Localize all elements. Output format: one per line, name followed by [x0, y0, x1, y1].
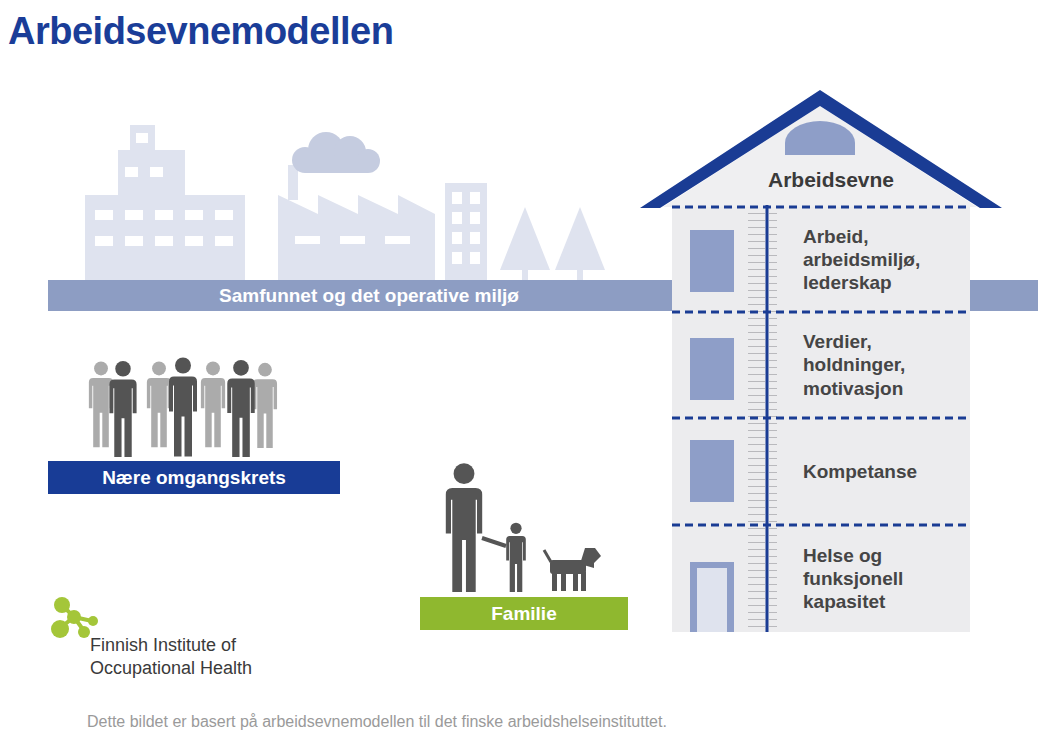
institute-logo	[51, 597, 98, 638]
window	[470, 192, 480, 204]
scale-ticks	[769, 212, 777, 630]
window	[125, 236, 143, 246]
roof-interior	[663, 106, 977, 207]
window	[125, 210, 143, 220]
node-label: Samfunnet og det operative miljø	[219, 285, 519, 307]
tree	[500, 207, 550, 270]
node-label: Verdier, holdninger, motivasjon	[803, 330, 964, 400]
node-label: Familie	[491, 603, 556, 625]
family-figures	[446, 463, 601, 592]
building	[118, 150, 185, 200]
window	[470, 212, 480, 224]
house-body	[672, 205, 970, 632]
window	[215, 236, 233, 246]
dog-leg	[561, 572, 566, 591]
roof-window	[785, 121, 855, 155]
smoke-cloud	[292, 132, 380, 173]
house-label: Arbeidsevne	[660, 168, 1002, 192]
window	[690, 230, 734, 292]
window	[452, 192, 462, 204]
building	[85, 195, 245, 280]
window	[470, 252, 480, 264]
dog-leg	[581, 572, 586, 591]
child-figure	[506, 523, 526, 592]
building-windows	[95, 133, 480, 264]
window	[125, 167, 138, 177]
window	[340, 236, 365, 244]
house-node: ArbeidsevneArbeid, arbeidsmiljø, ledersk…	[640, 88, 1002, 632]
person-figure	[109, 361, 136, 457]
person-figure	[253, 363, 277, 448]
floor-divider	[672, 417, 970, 420]
floor-level: Arbeid, arbeidsmiljø, lederskap	[672, 207, 970, 312]
node-label: Nære omgangskrets	[102, 467, 286, 489]
family-band: Familie	[420, 597, 628, 630]
floor-level: Kompetanse	[672, 418, 970, 525]
window	[452, 212, 462, 224]
window	[385, 236, 410, 244]
people-group	[89, 358, 277, 458]
logo-dot	[51, 620, 69, 638]
window	[185, 210, 203, 220]
window	[95, 236, 113, 246]
figure-caption: Dette bildet er basert på arbeidsevnemod…	[87, 713, 667, 731]
ladder-spine	[766, 205, 769, 632]
window	[185, 236, 203, 246]
dog-leg	[573, 572, 578, 591]
building	[445, 183, 487, 280]
floor-dividers	[672, 207, 970, 525]
person-figure	[227, 360, 254, 457]
roof	[640, 90, 1002, 208]
holding-hands	[482, 538, 506, 546]
tree-trunk	[522, 268, 528, 280]
window	[690, 338, 734, 400]
diagram-title: Arbeidsevnemodellen	[8, 10, 393, 53]
tree-trunk	[577, 268, 583, 280]
institute-name: Finnish Institute of Occupational Health	[90, 634, 270, 681]
person-figure	[169, 358, 197, 457]
society-band: Samfunnet og det operative miljø	[48, 280, 640, 311]
window	[215, 210, 233, 220]
window	[136, 133, 148, 143]
floor-level: Helse og funksjonell kapasitet	[672, 525, 970, 632]
tree	[555, 207, 605, 270]
window	[452, 232, 462, 244]
node-label: Arbeid, arbeidsmiljø, lederskap	[803, 225, 964, 295]
floor-level: Verdier, holdninger, motivasjon	[672, 312, 970, 418]
factory	[278, 195, 435, 280]
door-panel	[697, 568, 727, 632]
node-label: Kompetanse	[803, 460, 917, 483]
floor-divider	[672, 524, 970, 527]
window	[155, 236, 173, 246]
window	[150, 167, 163, 177]
dog-leg	[552, 572, 557, 591]
city-skyline	[85, 125, 605, 280]
window	[295, 236, 320, 244]
floor-divider	[672, 206, 970, 209]
window	[95, 210, 113, 220]
person-figure	[147, 362, 171, 448]
node-label: Helse og funksjonell kapasitet	[803, 544, 964, 614]
logo-dot	[88, 616, 98, 626]
cloud-puff	[305, 156, 368, 173]
scale-ticks	[748, 212, 765, 630]
dog-head	[580, 548, 601, 568]
circle-band: Nære omgangskrets	[48, 461, 340, 494]
adult-figure	[446, 463, 482, 592]
window	[155, 210, 173, 220]
logo-dot	[54, 597, 70, 613]
floor-divider	[672, 311, 970, 314]
dog-tail	[544, 550, 551, 562]
window	[470, 232, 480, 244]
logo-dot	[78, 626, 90, 638]
door	[690, 562, 734, 632]
logo-dot	[67, 610, 81, 624]
chimney	[288, 165, 298, 200]
window	[452, 252, 462, 264]
person-figure	[201, 362, 225, 448]
window	[690, 440, 734, 502]
